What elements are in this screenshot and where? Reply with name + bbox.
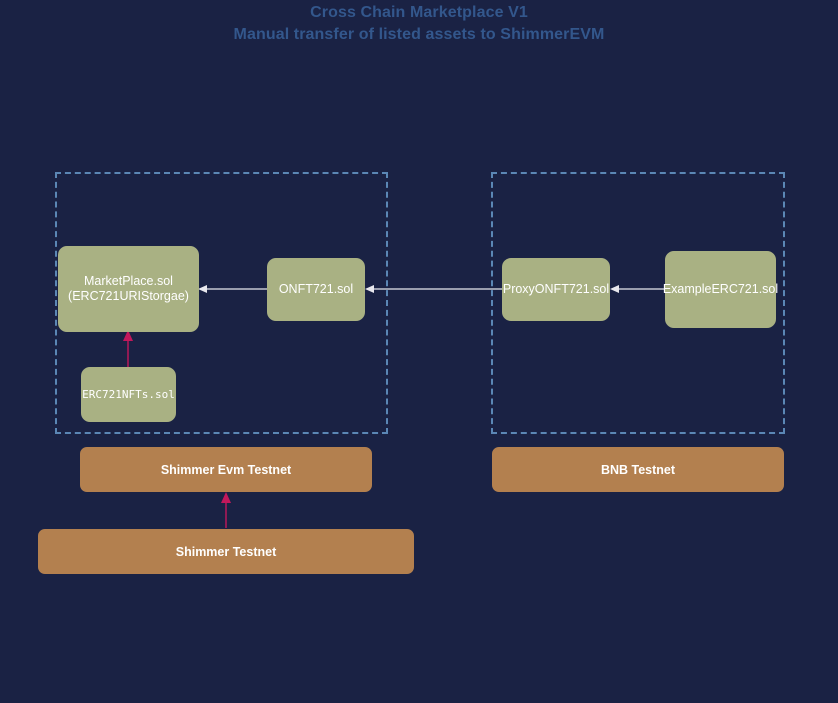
node-marketplace-label-line1: MarketPlace.sol <box>84 274 173 288</box>
network-bnb-testnet[interactable]: BNB Testnet <box>492 447 784 492</box>
node-onft721-label: ONFT721.sol <box>278 282 354 296</box>
node-erc721nfts-label: ERC721NFTs.sol <box>82 388 175 401</box>
node-erc721nfts[interactable]: ERC721NFTs.sol <box>81 367 176 422</box>
cluster-bnb <box>491 172 785 434</box>
diagram-title: Cross Chain Marketplace V1 Manual transf… <box>0 0 838 46</box>
node-onft721[interactable]: ONFT721.sol <box>267 258 365 321</box>
node-proxyonft721[interactable]: ProxyONFT721.sol <box>502 258 610 321</box>
network-shimmer-testnet[interactable]: Shimmer Testnet <box>38 529 414 574</box>
node-exampleerc721[interactable]: ExampleERC721.sol <box>662 251 779 328</box>
edge-shimmer-testnet-to-shimmer-evm-testnet <box>221 492 231 528</box>
title-line-2: Manual transfer of listed assets to Shim… <box>233 26 605 43</box>
node-marketplace[interactable]: MarketPlace.sol (ERC721URIStorgae) <box>58 246 199 332</box>
node-exampleerc721-label: ExampleERC721.sol <box>662 282 779 296</box>
network-shimmer-evm-testnet[interactable]: Shimmer Evm Testnet <box>80 447 372 492</box>
cluster-shimmer-evm <box>55 172 388 434</box>
network-shimmer-testnet-label: Shimmer Testnet <box>175 544 277 559</box>
node-marketplace-label-line2: (ERC721URIStorgae) <box>68 289 189 303</box>
title-line-1: Cross Chain Marketplace V1 <box>310 4 528 21</box>
network-bnb-testnet-label: BNB Testnet <box>600 462 676 477</box>
network-shimmer-evm-testnet-label: Shimmer Evm Testnet <box>160 462 292 477</box>
node-proxyonft721-label: ProxyONFT721.sol <box>502 282 610 296</box>
node-marketplace-label: MarketPlace.sol (ERC721URIStorgae) <box>68 274 189 304</box>
